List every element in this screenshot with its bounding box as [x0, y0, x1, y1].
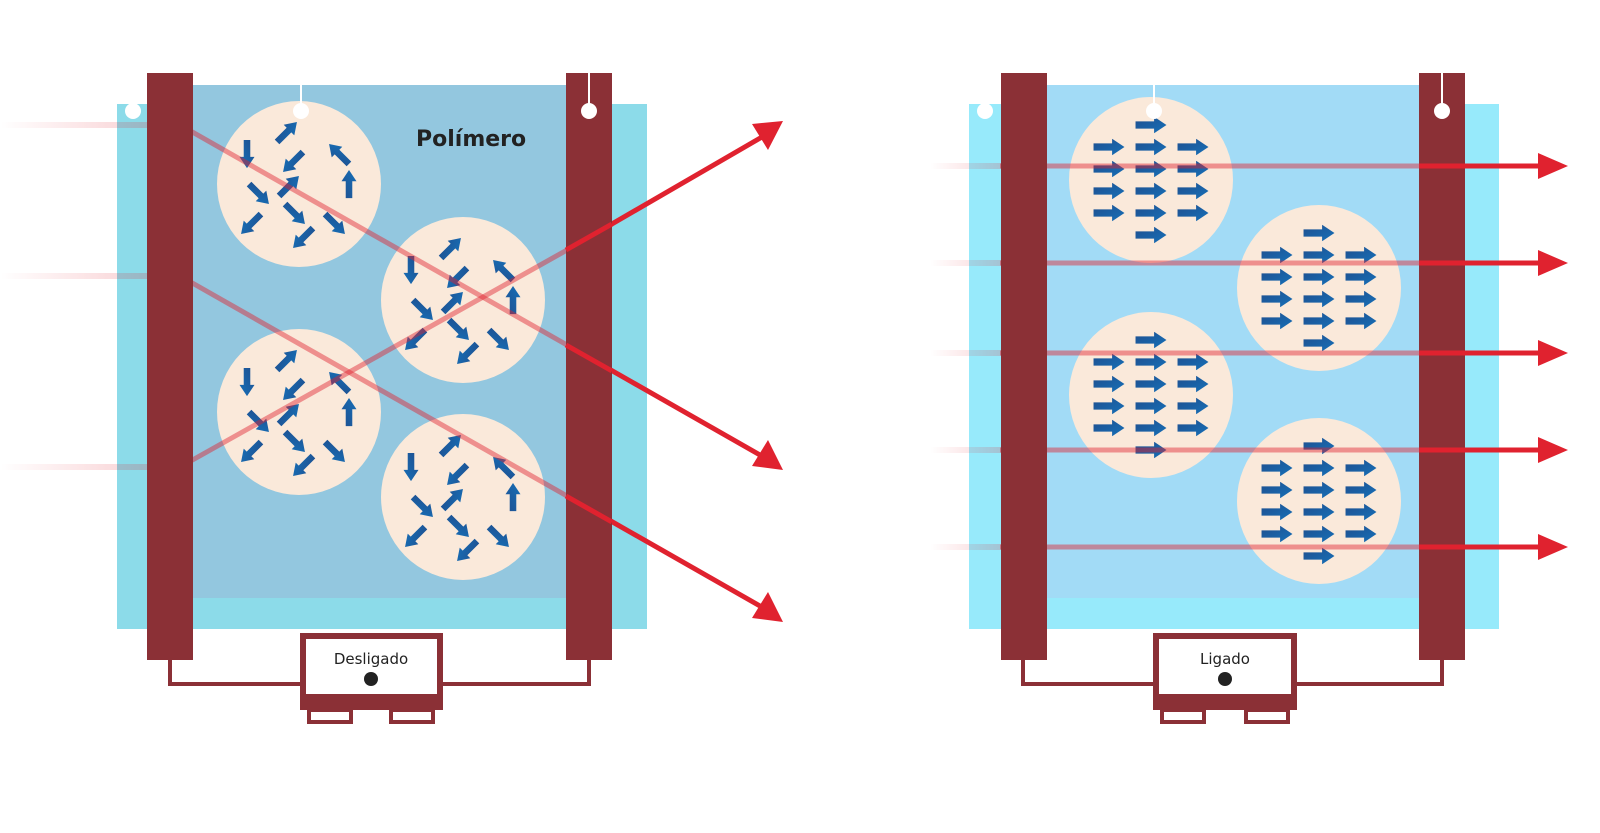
incoming-ray [930, 350, 1020, 356]
polymer-label: Polímero [416, 127, 526, 152]
switch-foot [307, 708, 353, 724]
switch-foot [389, 708, 435, 724]
switch-label: Ligado [1200, 650, 1250, 668]
circuit-wire [168, 660, 302, 686]
switch-foot [1160, 708, 1206, 724]
incoming-ray [0, 122, 180, 128]
scattered-ray [178, 247, 569, 470]
ray-arrowhead [1538, 437, 1568, 463]
terminal-dot [1146, 103, 1162, 119]
exit-ray [564, 342, 614, 374]
incoming-ray [930, 163, 1020, 169]
incoming-rays [0, 122, 180, 470]
terminal-dot [1434, 103, 1450, 119]
lc-droplet [1069, 312, 1233, 478]
circuit-wire [1296, 660, 1444, 686]
scattered-ray [178, 273, 569, 499]
switch-foot [1244, 708, 1290, 724]
incoming-ray [930, 260, 1020, 266]
exit-ray [564, 221, 614, 253]
scattered-ray [178, 122, 569, 348]
incoming-ray [0, 464, 180, 470]
terminal-dot [581, 103, 597, 119]
transmitted-rays-foreground [1419, 153, 1568, 560]
panel-on: Ligado [930, 73, 1568, 724]
lc-droplet [1237, 418, 1401, 584]
lc-droplet [1237, 205, 1401, 371]
ray-arrowhead [752, 121, 783, 150]
power-switch-on[interactable]: Ligado [1153, 633, 1297, 724]
terminal-dot [977, 103, 993, 119]
circuit-wire [442, 660, 591, 686]
indicator-dot [364, 672, 378, 686]
ray-arrowhead [1538, 340, 1568, 366]
circuit-wire [1021, 660, 1155, 686]
incoming-ray [930, 447, 1020, 453]
exit-ray [564, 493, 614, 525]
indicator-dot [1218, 672, 1232, 686]
electrode-right [1419, 73, 1465, 660]
switch-label: Desligado [334, 650, 408, 668]
incoming-ray [0, 273, 180, 279]
terminal-dot [125, 103, 141, 119]
terminal-dot [293, 103, 309, 119]
droplet-group [1069, 97, 1401, 584]
electrode-left [147, 73, 193, 660]
ray-arrowhead [1538, 153, 1568, 179]
incoming-ray [930, 544, 1020, 550]
panel-off: Polímero Desligado [0, 73, 783, 724]
exit-rays-foreground [564, 221, 614, 525]
lc-droplet [1069, 97, 1233, 263]
electrode-left [1001, 73, 1047, 660]
droplet-group [217, 101, 545, 580]
ray-arrowhead [1538, 534, 1568, 560]
ray-arrowhead [1538, 250, 1568, 276]
ray-arrowhead [752, 592, 783, 622]
ray-arrowhead [752, 440, 783, 470]
transmitted-rays [930, 163, 1420, 550]
power-switch-off[interactable]: Desligado [300, 633, 443, 724]
scattered-rays [178, 122, 764, 609]
